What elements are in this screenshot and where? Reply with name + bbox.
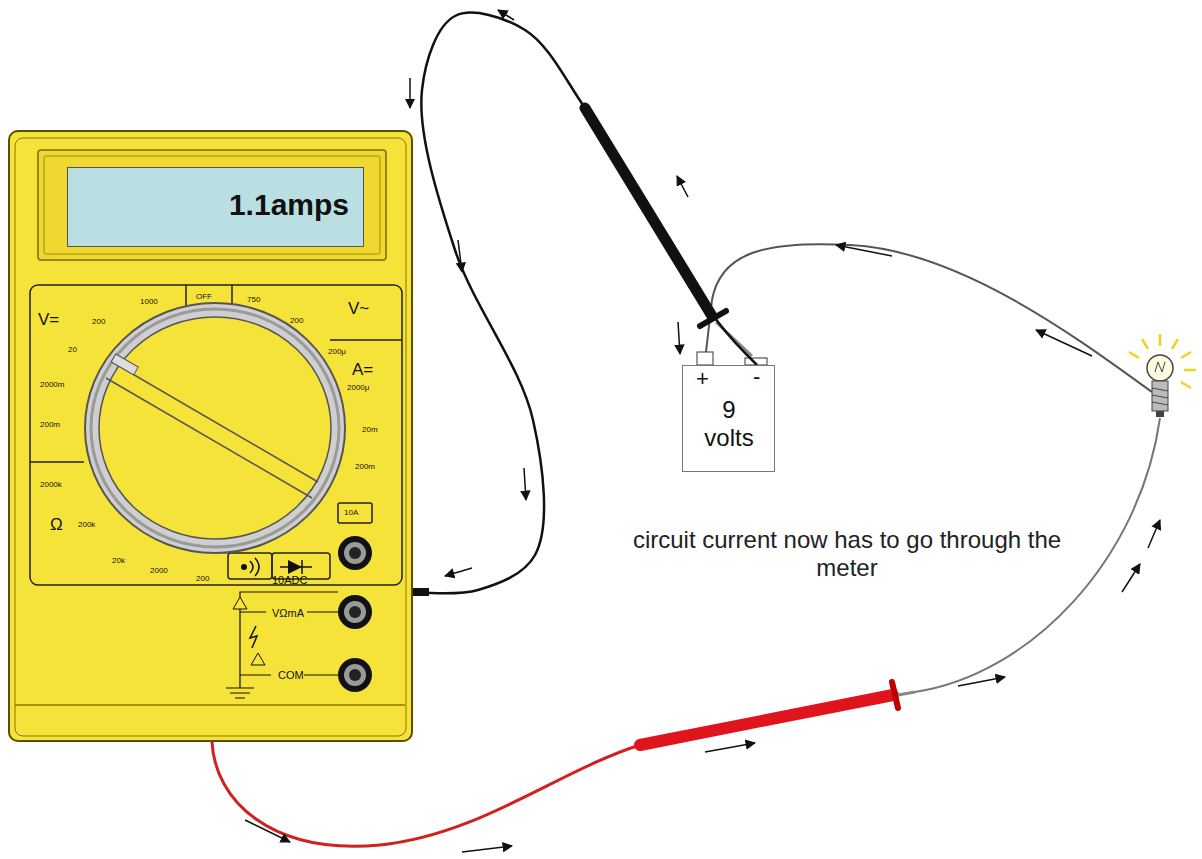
current-arrow: [245, 820, 290, 842]
housing-inner-edge: [15, 138, 406, 736]
lamp-wire: [915, 418, 1160, 692]
continuity-symbol: [250, 558, 259, 576]
current-arrow: [524, 468, 526, 500]
range-label: 200m: [355, 462, 375, 471]
current-arrow: [1036, 330, 1092, 356]
continuity-box: [228, 553, 272, 579]
current-arrow: [836, 245, 892, 256]
range-label: 10A: [344, 508, 358, 517]
range-label: A=: [352, 360, 373, 380]
battery-voltage: 9 volts: [697, 396, 761, 451]
current-arrow: [1148, 520, 1160, 548]
range-label: 20m: [362, 425, 378, 434]
terminal-sign: +: [696, 366, 709, 391]
red-lead: [212, 742, 640, 846]
jack-label: 10ADC: [272, 574, 307, 587]
red-probe-guard: [892, 682, 898, 708]
current-arrow: [678, 322, 680, 354]
range-label: 200k: [78, 520, 95, 529]
bulb-screw: [1152, 388, 1168, 405]
current-arrow: [705, 743, 755, 752]
range-label: 200: [290, 316, 303, 325]
range-label: 2000m: [40, 380, 64, 389]
bulb-glass: [1147, 355, 1173, 381]
battery-terminal: [697, 352, 713, 365]
current-arrow: [409, 78, 411, 108]
bulb-contact: [1156, 411, 1164, 417]
range-label: 2000k: [40, 480, 62, 489]
caption-note: circuit current now has to go through th…: [622, 526, 1072, 581]
jack: [349, 669, 361, 681]
range-label: OFF: [196, 292, 212, 301]
jack-label: COM: [278, 669, 304, 682]
jack-label: VΩmA: [272, 607, 304, 620]
dial-ring: [91, 309, 339, 547]
current-arrow: [958, 677, 1005, 686]
light-bulb: [1129, 334, 1196, 417]
multimeter-housing: 10ADC VΩmA COM 1.1amps: [8, 130, 413, 742]
jack: [338, 658, 372, 692]
warning-triangle: [251, 653, 265, 665]
jack: [344, 664, 366, 686]
red-probe-tip: [898, 692, 915, 695]
range-panel: [30, 285, 402, 585]
current-arrow: [445, 568, 472, 576]
range-label: 20: [68, 345, 77, 354]
range-label: Ω: [50, 515, 63, 535]
test-lead: [413, 13, 757, 594]
panel-divider: [30, 461, 84, 463]
battery: + - 9 volts: [682, 365, 775, 472]
meter-display: 1.1amps: [67, 167, 364, 247]
range-label: 750: [247, 295, 260, 304]
jack: [349, 606, 361, 618]
dial-knob: [99, 317, 331, 539]
current-arrow: [677, 176, 688, 197]
lightning-symbol: [250, 626, 257, 648]
display-frame-inner: [44, 156, 380, 254]
housing-band: [15, 704, 405, 706]
light-rays: [1129, 334, 1196, 388]
current-arrow: [462, 846, 512, 852]
dial-ring: [85, 303, 345, 553]
knob-grip: [112, 362, 318, 482]
range-label: V~: [348, 299, 369, 319]
range-label: V=: [38, 310, 59, 330]
jack: [344, 601, 366, 623]
range-label: 200m: [40, 420, 60, 429]
current-arrow: [1122, 564, 1140, 592]
jack: [338, 595, 372, 629]
display-reading: 1.1amps: [229, 188, 349, 223]
range-label: 2000μ: [347, 383, 369, 392]
current-arrows: [245, 10, 1160, 852]
range-label: 200μ: [328, 347, 346, 356]
range-box: [338, 503, 372, 523]
terminal-sign: -: [753, 364, 760, 389]
range-label: 20k: [112, 556, 125, 565]
ground-symbol: [226, 688, 254, 698]
jack: [338, 536, 372, 570]
continuity-symbol: [241, 564, 247, 570]
knob-grip: [106, 378, 312, 498]
range-label: 2000: [150, 566, 168, 575]
panel-divider: [330, 339, 402, 341]
meter-housing: [8, 130, 413, 742]
red-probe: [640, 695, 893, 745]
range-label: 1000: [140, 297, 158, 306]
range-label: 200: [196, 574, 209, 583]
jack: [349, 547, 361, 559]
display-frame: [38, 150, 386, 260]
diode-symbol: [280, 560, 312, 574]
warning-triangle: [233, 597, 247, 609]
bulb-filament: [1155, 362, 1165, 372]
knob-pointer: [111, 354, 138, 375]
bulb-base: [1152, 381, 1168, 411]
jack-lines: [240, 592, 338, 688]
jack: [344, 542, 366, 564]
range-label: 200: [92, 317, 105, 326]
